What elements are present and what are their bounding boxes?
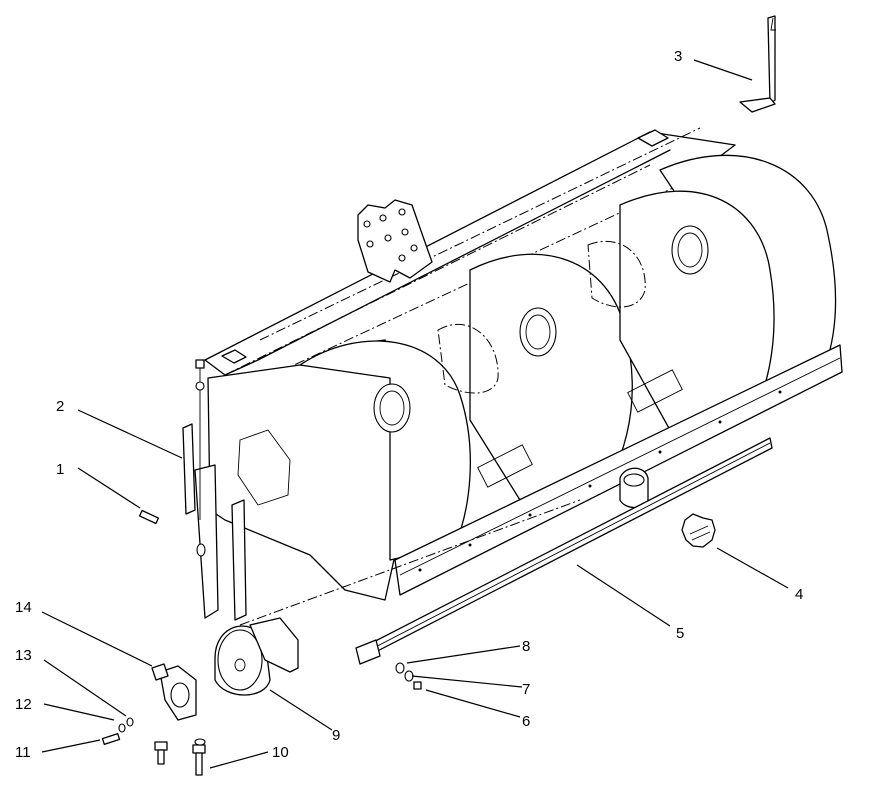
callout-8: 8 <box>522 638 530 655</box>
part-14-bearing-flange <box>151 663 197 721</box>
callout-labels: 1 2 3 4 5 6 7 8 9 10 11 12 13 14 <box>15 48 803 761</box>
callout-13: 13 <box>15 647 32 664</box>
callout-2: 2 <box>56 398 64 415</box>
part-3-bracket <box>739 15 776 113</box>
callout-7: 7 <box>522 681 530 698</box>
parts-6-7-8-hardware <box>395 662 422 690</box>
callout-4: 4 <box>795 586 803 603</box>
callout-5: 5 <box>676 625 684 642</box>
callout-1: 1 <box>56 461 64 478</box>
frame-assembly <box>204 127 843 601</box>
part-1-bolt <box>138 509 206 557</box>
leader-lines <box>41 59 789 769</box>
callout-11: 11 <box>15 744 31 761</box>
callout-12: 12 <box>15 696 32 713</box>
callout-6: 6 <box>522 713 530 730</box>
callout-14: 14 <box>15 599 32 616</box>
callout-9: 9 <box>332 727 340 744</box>
part-5-strip <box>355 437 773 665</box>
parts-10-13-hardware <box>101 717 206 776</box>
part-2-mount-post <box>182 359 247 621</box>
callout-3: 3 <box>674 48 682 65</box>
part-9-roller <box>214 499 581 696</box>
part-4-knob <box>681 513 716 548</box>
callout-10: 10 <box>272 744 289 761</box>
